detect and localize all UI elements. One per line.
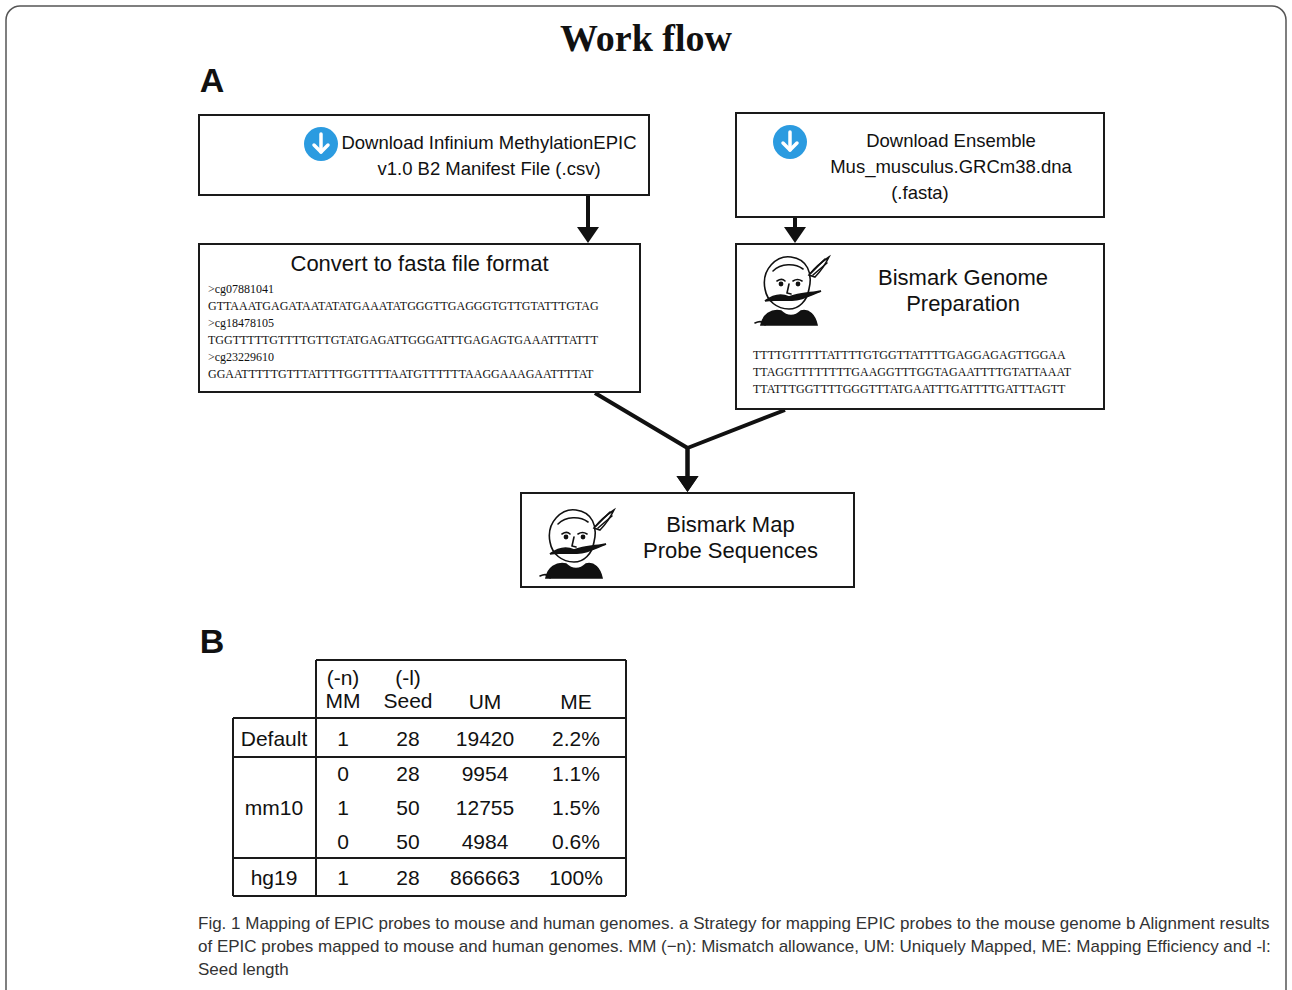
icon-slot (745, 128, 807, 158)
sequence-line: TGGTTTTTGTTTTGTTGTATGAGATTGGGATTTGAGAGTG… (200, 332, 639, 349)
box-heading: Bismark Genome Preparation (737, 259, 1103, 317)
table-header: (-n) MM (320, 666, 366, 712)
table-cell: 0.6% (552, 830, 600, 853)
connector-line (595, 393, 688, 478)
table-cell: 2.2% (552, 727, 600, 750)
table-cell: 1.5% (552, 796, 600, 819)
flow-connector (577, 196, 599, 243)
arrowhead (677, 476, 699, 492)
sequence-line: TTTTGTTTTTATTTTGTGGTTATTTTGAGGAGAGTTGGAA (737, 347, 1103, 364)
table-cell: 1 (337, 866, 349, 889)
table-cell: 19420 (456, 727, 514, 750)
bismark-logo (751, 251, 831, 327)
table-cell: 28 (396, 866, 419, 889)
table-cell: 1 (337, 796, 349, 819)
box-heading: Download Infinium MethylationEPIC v1.0 B… (208, 130, 640, 182)
panel-letter: A (200, 62, 225, 98)
download-icon (304, 127, 338, 161)
sequence-line: >cg07881041 (200, 281, 639, 298)
table-cell: 50 (396, 796, 419, 819)
box-heading: Convert to fasta file format (200, 251, 639, 277)
process-box: Download Infinium MethylationEPIC v1.0 B… (198, 114, 650, 196)
table-cell: 50 (396, 830, 419, 853)
table-header: ME (560, 690, 592, 713)
table-cell: 0 (337, 830, 349, 853)
table-cell: 4984 (462, 830, 509, 853)
table-cell: 9954 (462, 762, 509, 785)
table-cell: 1 (337, 727, 349, 750)
panel-letter: B (200, 623, 225, 659)
row-label: mm10 (245, 796, 303, 819)
box-heading: Download Ensemble Mus_musculus.GRCm38.dn… (745, 128, 1095, 206)
table-cell: 28 (396, 762, 419, 785)
sequence-line: GGAATTTTTGTTTATTTTGGTTTTAATGTTTTTTAAGGAA… (200, 366, 639, 383)
arrowhead (677, 476, 699, 492)
arrowhead (784, 227, 806, 243)
process-box: Bismark Genome PreparationTTTTGTTTTTATTT… (735, 243, 1105, 410)
download-icon (773, 125, 807, 159)
icon-slot (208, 130, 338, 160)
table-cell: 0 (337, 762, 349, 785)
bismark-logo (536, 504, 616, 580)
table-header: (-l) Seed (377, 666, 439, 712)
process-box: Convert to fasta file format>cg07881041G… (198, 243, 641, 393)
flow-connector (677, 410, 786, 492)
flow-connector (595, 393, 699, 492)
figure-title: Work flow (0, 16, 1292, 60)
table-grid (233, 660, 626, 896)
table-cell: 866663 (450, 866, 520, 889)
arrowhead (577, 227, 599, 243)
sequence-line: TTAGGTTTTTTTTGAAGGTTTGGTAGAATTTTGTATTAAA… (737, 364, 1103, 381)
table-header: UM (469, 690, 502, 713)
box-heading: Bismark Map Probe Sequences (522, 494, 853, 578)
sequence-line: >cg23229610 (200, 349, 639, 366)
figure-caption: Fig. 1 Mapping of EPIC probes to mouse a… (198, 912, 1278, 981)
table-cell: 1.1% (552, 762, 600, 785)
connector-line (688, 410, 786, 478)
table-cell: 100% (549, 866, 603, 889)
row-label: Default (241, 727, 308, 750)
figure-border (6, 6, 1286, 990)
table-cell: 28 (396, 727, 419, 750)
table-cell: 12755 (456, 796, 514, 819)
sequence-line: >cg18478105 (200, 315, 639, 332)
sequence-line: TTATTTGGTTTTGGGTTTATGAATTTGATTTTGATTTAGT… (737, 381, 1103, 398)
process-box: Download Ensemble Mus_musculus.GRCm38.dn… (735, 112, 1105, 218)
sequence-line: GTTAAATGAGATAATATATGAAATATGGGTTGAGGGTGTT… (200, 298, 639, 315)
connector-line (586, 196, 590, 229)
row-label: hg19 (251, 866, 298, 889)
flow-connector (784, 218, 806, 243)
process-box: Bismark Map Probe Sequences (520, 492, 855, 588)
